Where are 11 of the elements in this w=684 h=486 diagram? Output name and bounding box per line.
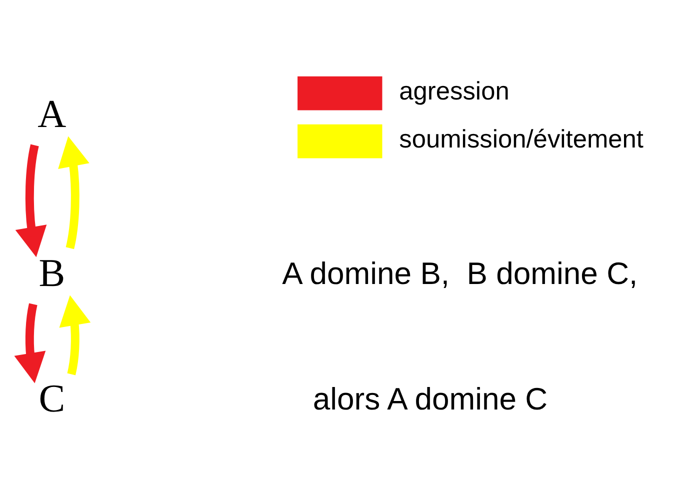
- node-text: A: [38, 92, 66, 136]
- label: alors A domine C: [312, 382, 548, 417]
- node-text: C: [38, 376, 66, 421]
- arrow: [15, 144, 47, 258]
- label: A domine B, B domine C,: [282, 256, 638, 292]
- arrow: [58, 136, 90, 250]
- arrow: [14, 303, 46, 384]
- arrow: [59, 295, 91, 376]
- legend-label: soumission/évitement: [399, 126, 644, 154]
- legend-label: agression: [399, 78, 510, 106]
- node-text: B: [38, 250, 66, 295]
